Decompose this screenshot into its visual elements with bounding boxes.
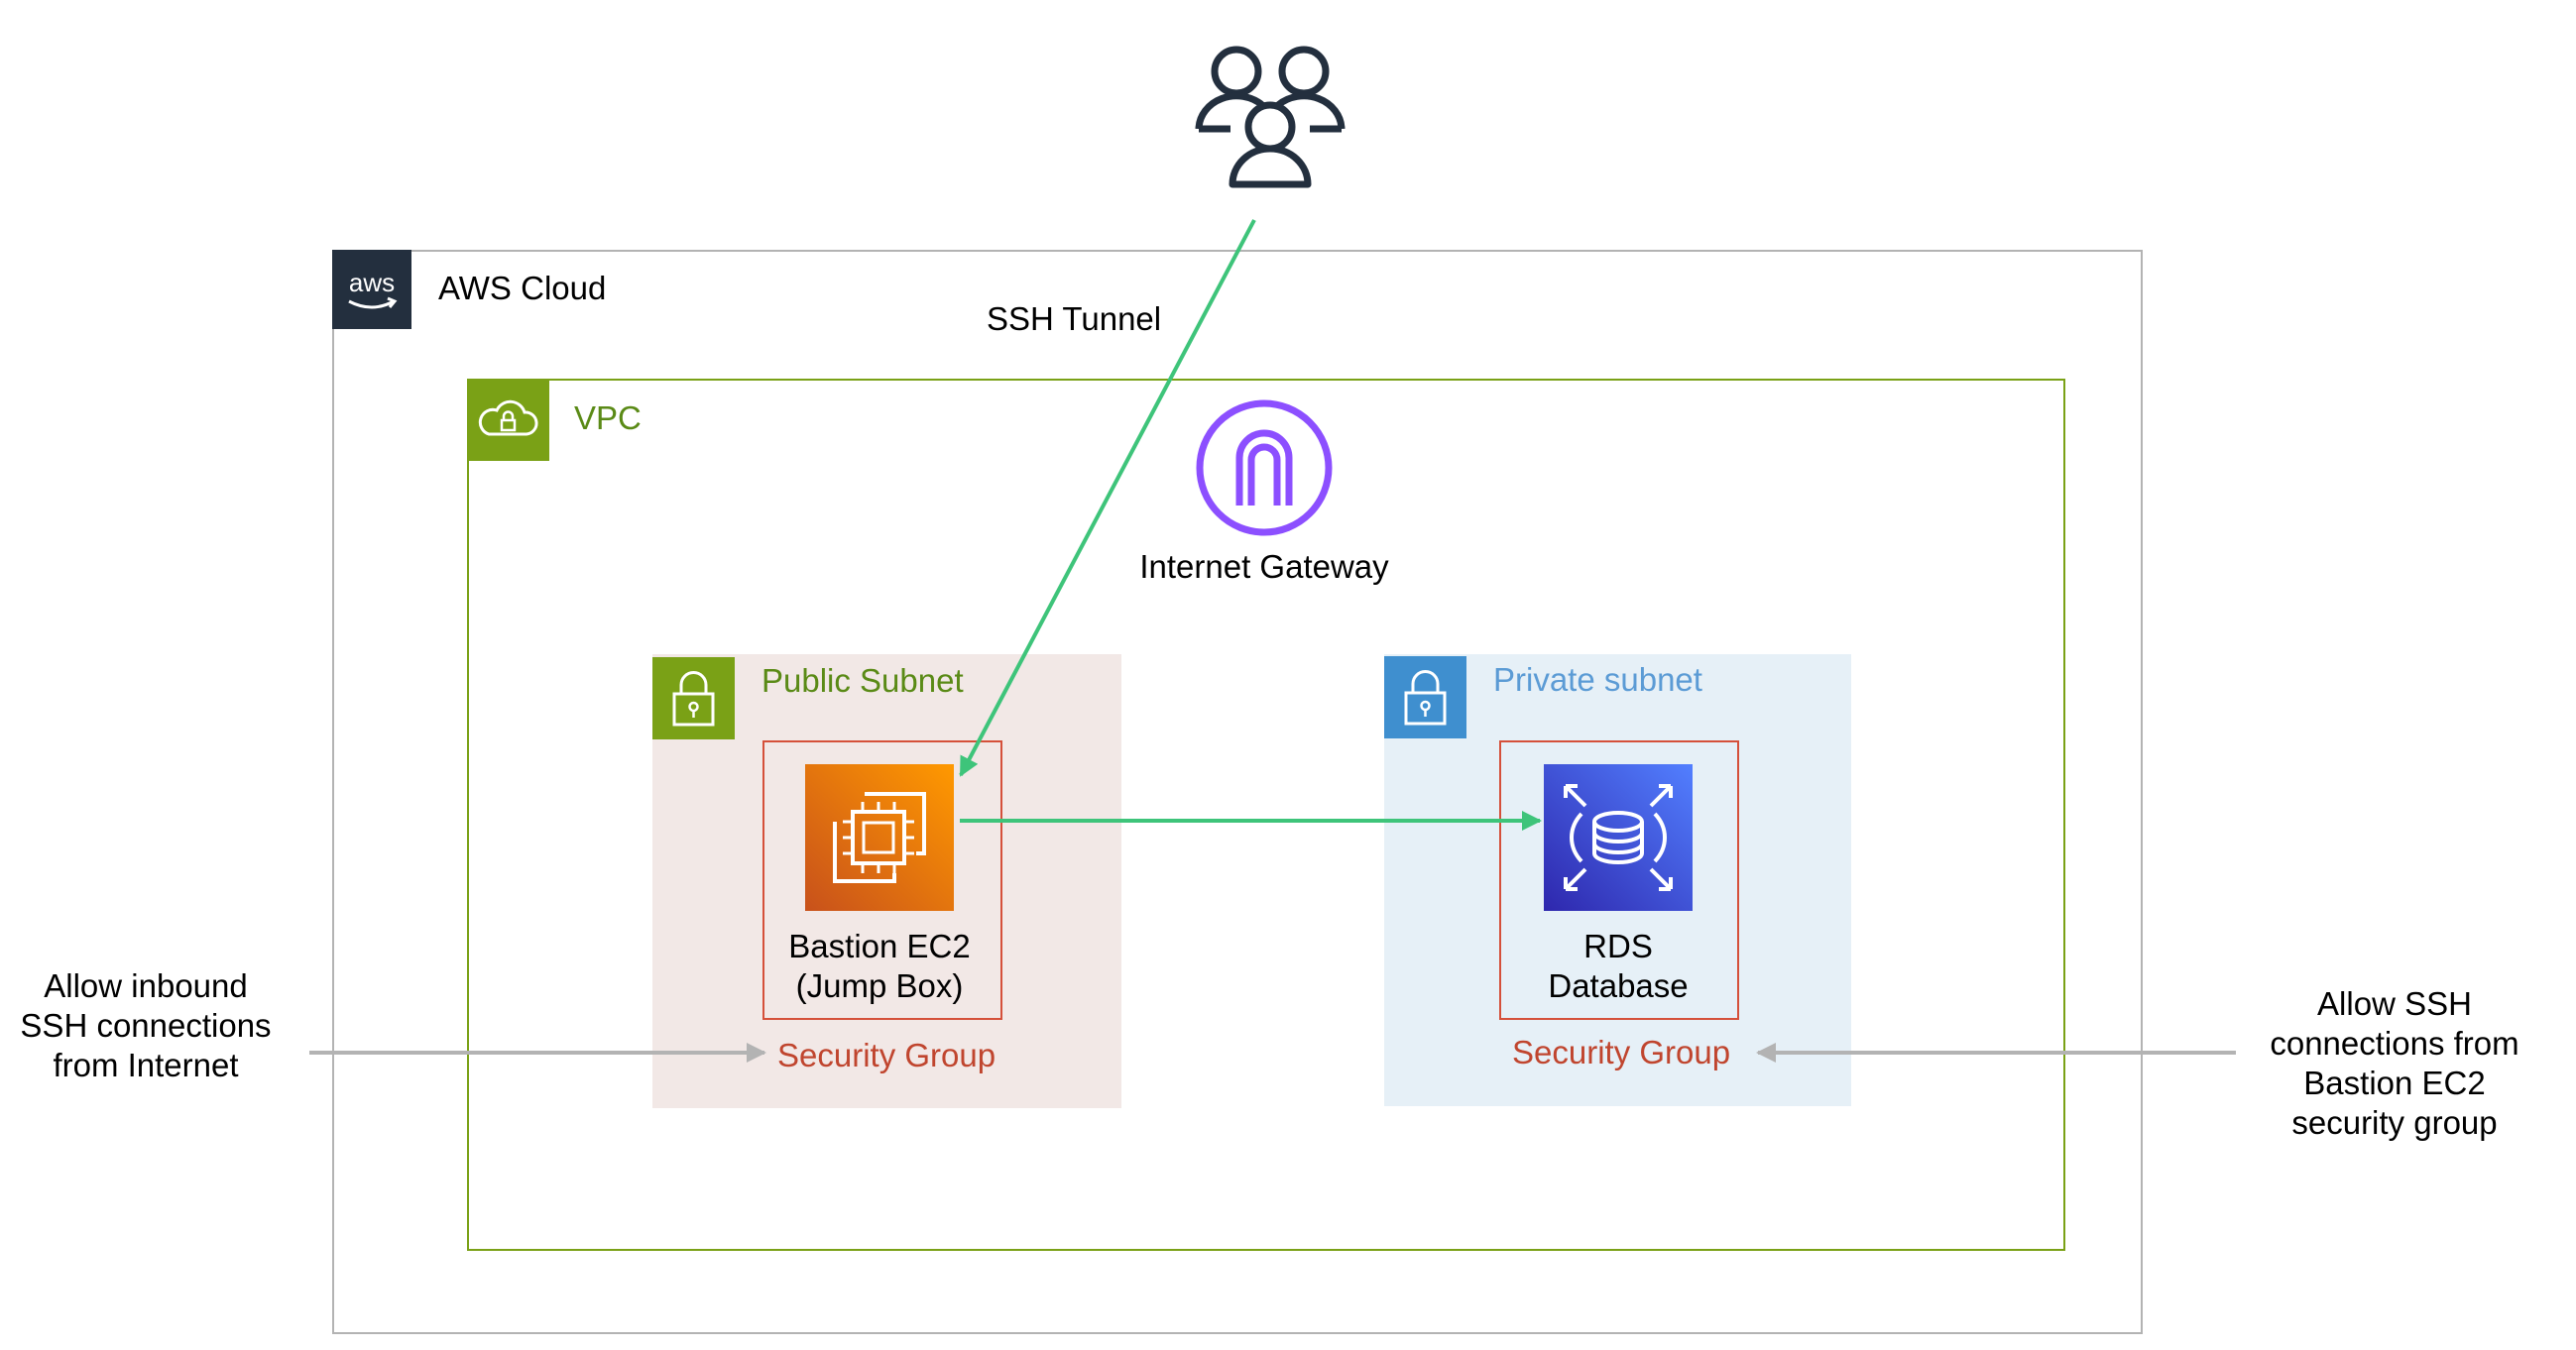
aws-cloud-label: AWS Cloud	[438, 270, 607, 306]
note-right-line1: Allow SSH	[2317, 985, 2472, 1022]
public-subnet-label: Public Subnet	[761, 662, 964, 699]
note-left-line1: Allow inbound	[44, 967, 248, 1004]
lock-icon	[652, 657, 735, 739]
bastion-security-group-box	[762, 740, 1002, 1020]
rds-database-icon	[1544, 764, 1693, 911]
bastion-jumpbox-label: (Jump Box)	[795, 967, 964, 1004]
internet-gateway-label: Internet Gateway	[1139, 548, 1389, 585]
bastion-ec2-label: Bastion EC2	[788, 928, 971, 964]
note-left-line2: SSH connections	[20, 1007, 272, 1044]
aws-logo-icon: aws	[332, 250, 411, 329]
vpc-label: VPC	[574, 399, 642, 436]
security-group-label-left: Security Group	[777, 1037, 996, 1073]
vpc-group	[467, 379, 2065, 1251]
vpc-cloud-lock-icon	[467, 379, 549, 461]
note-right-line4: security group	[2291, 1104, 2498, 1141]
private-subnet-label: Private subnet	[1493, 661, 1702, 698]
note-left-line3: from Internet	[53, 1047, 239, 1083]
rds-security-group-box	[1499, 740, 1739, 1020]
rds-database-label: Database	[1548, 967, 1689, 1004]
note-right-line3: Bastion EC2	[2303, 1065, 2486, 1101]
lock-icon	[1384, 656, 1466, 738]
svg-text:aws: aws	[349, 268, 395, 297]
note-right-line2: connections from	[2270, 1025, 2519, 1062]
users-group-icon	[1195, 42, 1346, 192]
rds-label: RDS	[1583, 928, 1653, 964]
internet-gateway-icon	[1195, 398, 1334, 537]
ec2-chip-icon	[805, 764, 954, 911]
security-group-label-right: Security Group	[1512, 1034, 1731, 1070]
ssh-tunnel-label: SSH Tunnel	[987, 300, 1162, 337]
